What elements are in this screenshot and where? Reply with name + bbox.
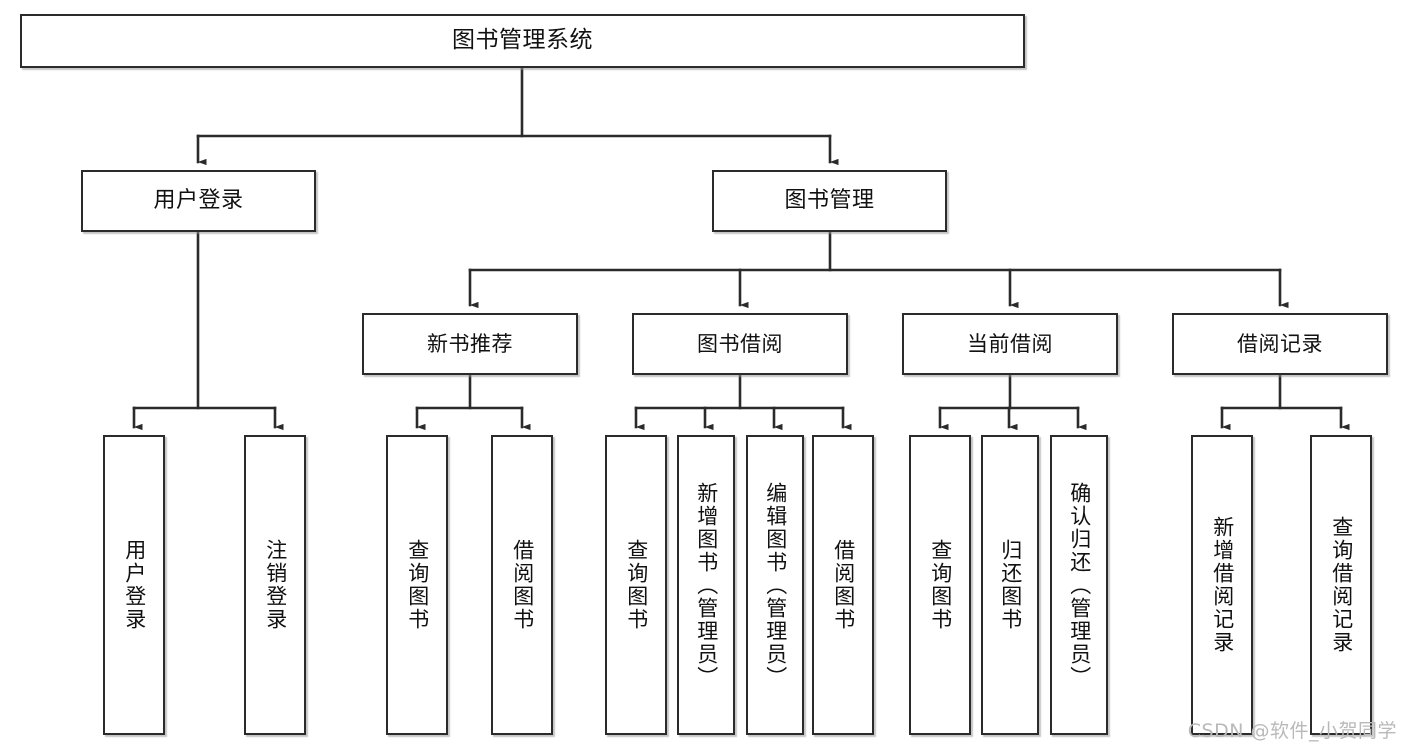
node-user-login-label: 用户登录: [153, 188, 244, 214]
node-leaf-query-book-3-label: 查询图书: [928, 539, 953, 631]
node-leaf-add-book-label: 新增图书（管理员）: [694, 481, 719, 689]
node-leaf-user-login-label: 用户登录: [122, 539, 147, 631]
node-root[interactable]: 图书管理系统: [20, 14, 1025, 68]
node-leaf-logout-login[interactable]: 注销登录: [244, 435, 306, 735]
node-leaf-query-book-2-label: 查询图书: [624, 539, 649, 631]
node-leaf-return-book-label: 归还图书: [998, 539, 1023, 631]
node-leaf-query-book-2[interactable]: 查询图书: [605, 435, 667, 735]
node-leaf-borrow-book-2-label: 借阅图书: [831, 539, 856, 631]
node-book-borrow[interactable]: 图书借阅: [632, 313, 848, 375]
node-leaf-edit-book-label: 编辑图书（管理员）: [763, 481, 788, 689]
node-book-borrow-label: 图书借阅: [697, 331, 783, 356]
node-current-borrow[interactable]: 当前借阅: [902, 313, 1118, 375]
node-leaf-confirm-return-label: 确认归还（管理员）: [1067, 481, 1092, 689]
node-leaf-user-login[interactable]: 用户登录: [103, 435, 165, 735]
node-leaf-add-record[interactable]: 新增借阅记录: [1191, 435, 1253, 735]
node-leaf-query-book-1-label: 查询图书: [405, 539, 430, 631]
node-leaf-add-book[interactable]: 新增图书（管理员）: [677, 435, 735, 735]
node-new-book-recommend[interactable]: 新书推荐: [362, 313, 578, 375]
node-leaf-borrow-book-1-label: 借阅图书: [510, 539, 535, 631]
node-book-management[interactable]: 图书管理: [712, 170, 947, 232]
node-leaf-query-book-3[interactable]: 查询图书: [909, 435, 971, 735]
node-root-label: 图书管理系统: [452, 27, 593, 54]
node-leaf-borrow-book-1[interactable]: 借阅图书: [491, 435, 553, 735]
node-current-borrow-label: 当前借阅: [967, 331, 1053, 356]
node-book-management-label: 图书管理: [784, 188, 875, 214]
node-leaf-confirm-return[interactable]: 确认归还（管理员）: [1050, 435, 1108, 735]
node-leaf-add-record-label: 新增借阅记录: [1210, 516, 1235, 654]
node-new-book-recommend-label: 新书推荐: [427, 331, 513, 356]
node-leaf-borrow-book-2[interactable]: 借阅图书: [812, 435, 874, 735]
csdn-watermark: CSDN @软件_小贺同学: [1187, 720, 1397, 742]
node-leaf-edit-book[interactable]: 编辑图书（管理员）: [746, 435, 804, 735]
node-leaf-return-book[interactable]: 归还图书: [981, 435, 1039, 735]
node-leaf-query-record-label: 查询借阅记录: [1329, 516, 1354, 654]
node-user-login[interactable]: 用户登录: [81, 170, 316, 232]
node-borrow-record[interactable]: 借阅记录: [1172, 313, 1388, 375]
node-borrow-record-label: 借阅记录: [1237, 331, 1323, 356]
node-leaf-query-record[interactable]: 查询借阅记录: [1310, 435, 1372, 735]
node-leaf-logout-login-label: 注销登录: [263, 539, 288, 631]
node-leaf-query-book-1[interactable]: 查询图书: [386, 435, 448, 735]
